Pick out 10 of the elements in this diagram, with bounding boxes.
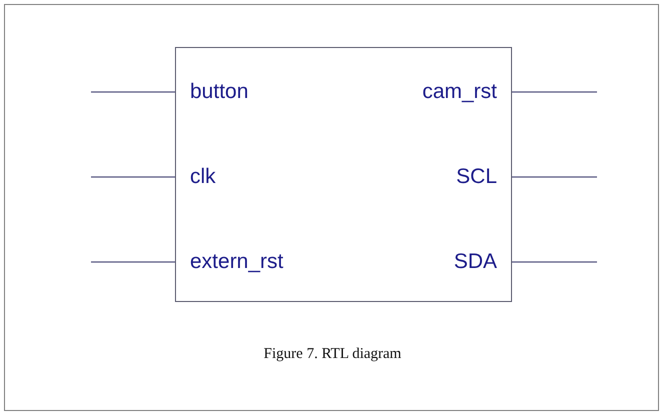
pin-line [90, 176, 176, 178]
rtl-module-box [175, 47, 512, 302]
pin-name: SCL [456, 165, 497, 189]
pin-name: button [190, 80, 248, 104]
pin-line [512, 176, 598, 178]
pin-name: clk [190, 165, 216, 189]
figure-caption: Figure 7. RTL diagram [262, 346, 402, 363]
pin-name: extern_rst [190, 250, 284, 274]
pin-name: SDA [454, 250, 497, 274]
pin-name: cam_rst [422, 80, 497, 104]
